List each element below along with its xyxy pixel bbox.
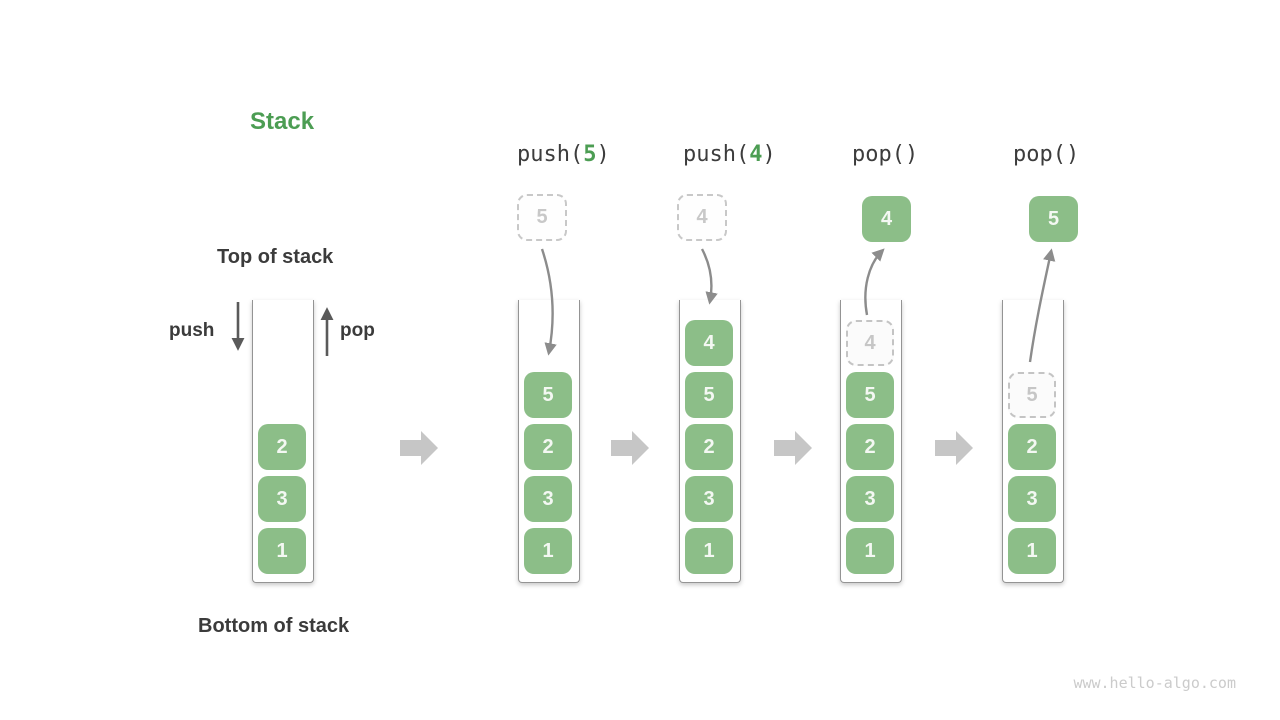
stack-cell: 1 xyxy=(846,528,894,574)
stack-cell: 1 xyxy=(1008,528,1056,574)
stack-cell: 5 xyxy=(846,372,894,418)
stack-cell: 3 xyxy=(846,476,894,522)
stack-cell: 5 xyxy=(685,372,733,418)
stack-cell: 2 xyxy=(1008,424,1056,470)
stack-cell: 1 xyxy=(524,528,572,574)
op-header-push-5: push(5) xyxy=(517,142,610,167)
op-text: ) xyxy=(1065,142,1080,167)
popped-value-cell: 4 xyxy=(862,196,911,242)
transition-arrow-icon xyxy=(611,431,649,465)
transition-arrow-icon xyxy=(935,431,973,465)
incoming-value-cell: 4 xyxy=(677,194,727,241)
stack-cell: 2 xyxy=(685,424,733,470)
stack-cell-ghost: 5 xyxy=(1008,372,1056,418)
op-text: push( xyxy=(517,142,584,167)
popped-value-cell: 5 xyxy=(1029,196,1078,242)
op-text: ) xyxy=(904,142,919,167)
stack-cell: 5 xyxy=(524,372,572,418)
op-text: pop( xyxy=(1013,142,1066,167)
op-arg: 4 xyxy=(749,142,763,167)
op-text: ) xyxy=(762,142,776,167)
stack-cell: 4 xyxy=(685,320,733,366)
op-text: push( xyxy=(683,142,750,167)
push-4-curve-arrow-icon xyxy=(700,248,718,305)
op-header-pop-second: pop() xyxy=(1013,142,1079,167)
op-text: ) xyxy=(596,142,610,167)
op-header-pop-first: pop() xyxy=(852,142,918,167)
incoming-value-cell: 5 xyxy=(517,194,567,241)
stack-cell: 2 xyxy=(258,424,306,470)
watermark: www.hello-algo.com xyxy=(1073,674,1236,692)
stack-cell: 1 xyxy=(258,528,306,574)
pop-label: pop xyxy=(340,320,375,341)
stack-container-push-5: 5 2 3 1 xyxy=(518,300,580,583)
stack-cell: 3 xyxy=(258,476,306,522)
diagram-title: Stack xyxy=(250,108,315,135)
stack-cell: 2 xyxy=(846,424,894,470)
bottom-of-stack-label: Bottom of stack xyxy=(198,615,350,637)
top-of-stack-label: Top of stack xyxy=(217,246,334,268)
stack-cell: 2 xyxy=(524,424,572,470)
stack-cell: 3 xyxy=(685,476,733,522)
transition-arrow-icon xyxy=(400,431,438,465)
stack-container-pop-second: 5 2 3 1 xyxy=(1002,300,1064,583)
op-text: pop( xyxy=(852,142,905,167)
stack-container-initial: 2 3 1 xyxy=(252,300,314,583)
stack-cell: 1 xyxy=(685,528,733,574)
op-arg: 5 xyxy=(583,142,597,167)
push-label: push xyxy=(169,320,215,341)
transition-arrow-icon xyxy=(774,431,812,465)
stack-cell: 3 xyxy=(524,476,572,522)
op-header-push-4: push(4) xyxy=(683,142,776,167)
stack-container-push-4: 4 5 2 3 1 xyxy=(679,300,741,583)
stack-container-pop-first: 4 5 2 3 1 xyxy=(840,300,902,583)
stack-cell-ghost: 4 xyxy=(846,320,894,366)
stack-cell: 3 xyxy=(1008,476,1056,522)
